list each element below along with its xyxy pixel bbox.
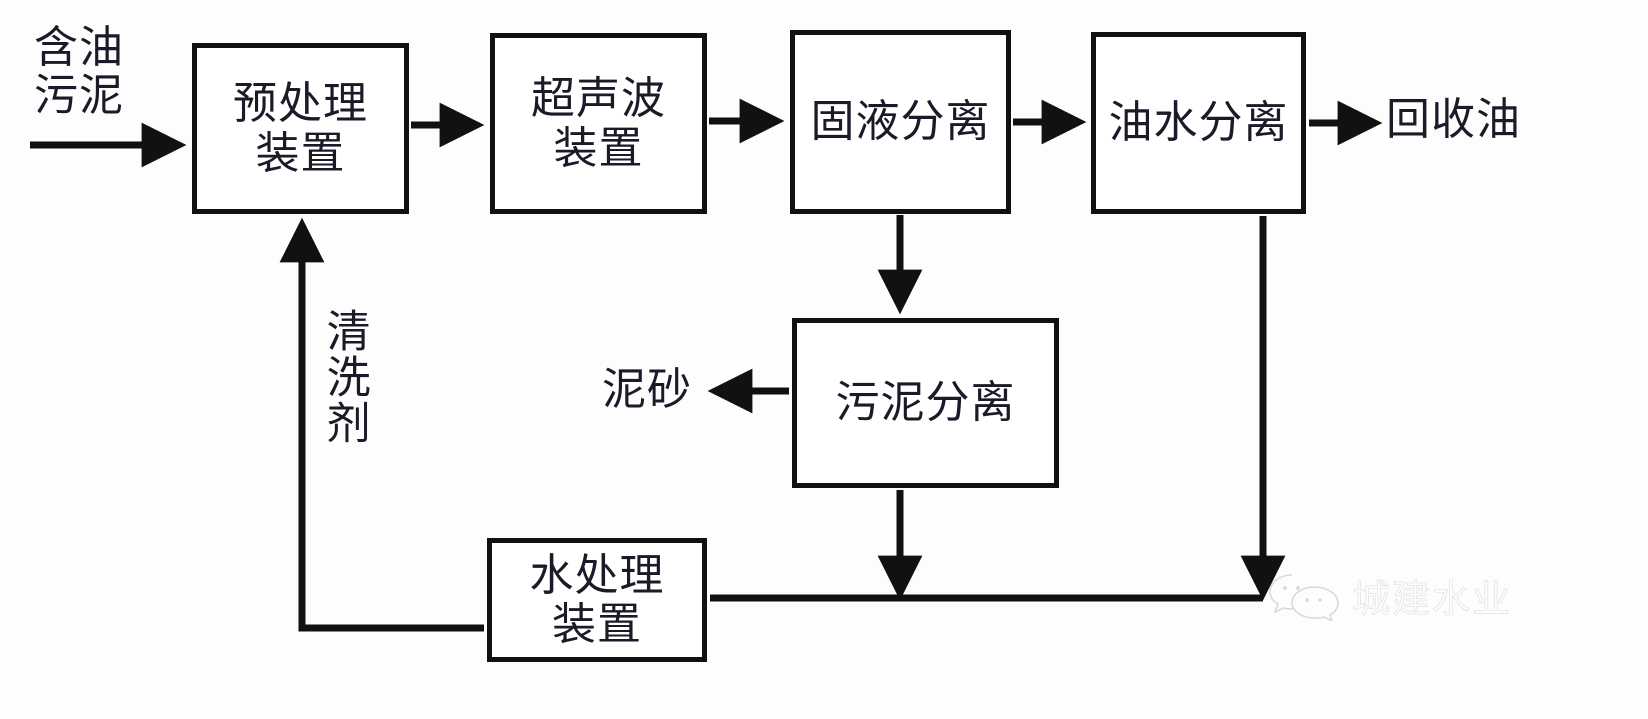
node-solid-liquid-separation-label: 固液分离 <box>810 96 991 148</box>
wechat-bubble-icon <box>1269 573 1339 621</box>
label-recovered-oil: 回收油 <box>1386 94 1521 145</box>
edge-watertreat-to-pretreatment <box>279 217 484 632</box>
node-ultrasonic[interactable]: 超声波 装置 <box>490 33 707 214</box>
node-oil-water-separation[interactable]: 油水分离 <box>1091 32 1306 214</box>
node-ultrasonic-label: 超声波 装置 <box>531 73 666 174</box>
node-water-treatment[interactable]: 水处理 装置 <box>487 538 707 662</box>
node-sludge-separation-label: 污泥分离 <box>835 377 1016 429</box>
node-water-treatment-label: 水处理 装置 <box>529 549 665 650</box>
watermark-text: 城建水业 <box>1352 577 1513 622</box>
node-oil-water-separation-label: 油水分离 <box>1108 97 1289 149</box>
label-feed-input: 含油 污泥 <box>34 22 124 122</box>
node-sludge-separation[interactable]: 污泥分离 <box>792 318 1059 488</box>
label-silt-output: 泥砂 <box>602 364 692 415</box>
node-pretreatment-label: 预处理 装置 <box>233 78 368 179</box>
label-detergent: 清洗剂 <box>318 308 370 446</box>
node-solid-liquid-separation[interactable]: 固液分离 <box>790 30 1011 214</box>
node-pretreatment[interactable]: 预处理 装置 <box>192 43 409 214</box>
watermark: 城建水业 <box>1268 568 1512 623</box>
